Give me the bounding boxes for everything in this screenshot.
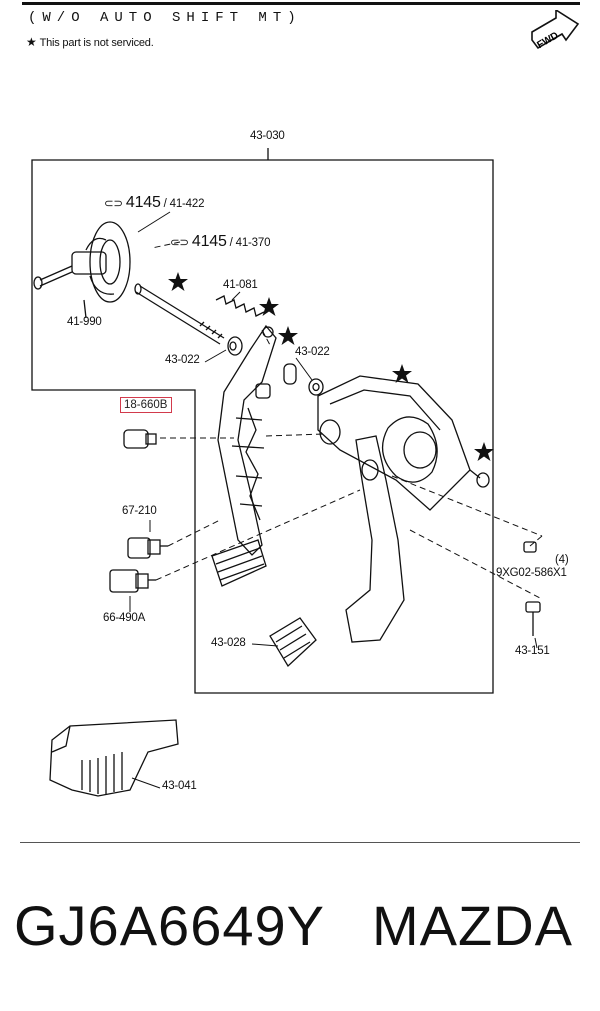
footer-divider bbox=[20, 842, 580, 843]
clutch-pedal-drawing bbox=[211, 324, 277, 587]
bolt-a-callout: ⊂⊃ 4145 / 41-422 bbox=[104, 194, 204, 212]
service-note: ★This part is not serviced. bbox=[26, 35, 154, 49]
spring-drawing bbox=[215, 295, 265, 317]
diagram-header: (W/O AUTO SHIFT MT) bbox=[28, 10, 302, 26]
star-icon bbox=[278, 326, 298, 345]
star-icon bbox=[474, 442, 494, 461]
master-cylinder-drawing bbox=[33, 221, 131, 319]
brake-pedal-drawing bbox=[269, 435, 405, 668]
label-67-210: 67-210 bbox=[122, 505, 157, 517]
pin-drawing bbox=[283, 363, 297, 385]
bolt-b-callout: ⊂⊃ 4145 / 41-370 bbox=[170, 233, 270, 251]
label-43-041: 43-041 bbox=[162, 780, 197, 792]
star-icon: ★ bbox=[26, 35, 37, 49]
push-rod-drawing bbox=[134, 283, 225, 345]
label-41-081: 41-081 bbox=[223, 279, 258, 291]
pedal-bracket-drawing bbox=[317, 375, 490, 511]
label-nut-quantity: (4) bbox=[555, 554, 569, 566]
switch-18-660b-drawing bbox=[123, 429, 157, 449]
label-9xg02-586x1: 9XG02-586X1 bbox=[496, 567, 567, 579]
label-43-022-left: 43-022 bbox=[165, 354, 200, 366]
nut-drawing bbox=[523, 541, 537, 553]
top-rule bbox=[22, 2, 580, 5]
assembly-boundary bbox=[31, 148, 494, 694]
label-43-030: 43-030 bbox=[250, 130, 285, 142]
bolt-a-ref: / 41-422 bbox=[163, 198, 205, 210]
bushing-left-drawing bbox=[227, 336, 243, 356]
label-43-151: 43-151 bbox=[515, 645, 550, 657]
star-icon bbox=[259, 297, 279, 316]
brand-name: MAZDA bbox=[372, 894, 573, 957]
highlighted-part-18-660b[interactable]: 18-660B bbox=[120, 397, 172, 413]
bolt-b-ref: / 41-370 bbox=[229, 237, 271, 249]
switch-67-210-drawing bbox=[127, 537, 168, 559]
switch-66-490a-drawing bbox=[109, 569, 156, 593]
star-markers bbox=[168, 272, 494, 461]
bolt-b-code: 4145 bbox=[191, 233, 227, 250]
label-18-660b: 18-660B bbox=[124, 399, 168, 411]
pad-cover-drawing bbox=[49, 719, 179, 797]
label-43-022-right: 43-022 bbox=[295, 346, 330, 358]
part-number: GJ6A6649Y bbox=[14, 894, 325, 957]
bolt-icon: ⊂⊃ bbox=[104, 198, 123, 210]
bolt-a-code: 4145 bbox=[125, 194, 161, 211]
forward-arrow-icon: FWD bbox=[531, 10, 580, 51]
label-43-028: 43-028 bbox=[211, 637, 246, 649]
service-note-text: This part is not serviced. bbox=[39, 37, 154, 49]
star-icon bbox=[168, 272, 188, 291]
star-icon bbox=[392, 364, 412, 383]
bushing-right-drawing bbox=[308, 378, 324, 396]
label-41-990: 41-990 bbox=[67, 316, 102, 328]
label-66-490a: 66-490A bbox=[103, 612, 146, 624]
bolt-icon: ⊂⊃ bbox=[170, 237, 189, 249]
bolt-drawing bbox=[525, 601, 541, 636]
